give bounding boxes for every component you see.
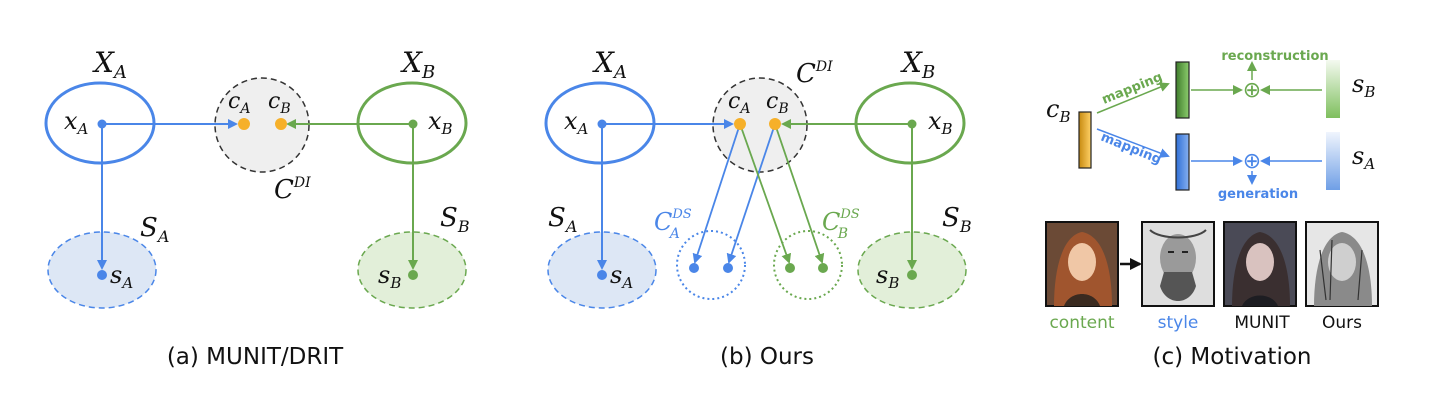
arrow-cb-to-cbds-2	[774, 123, 825, 264]
point-cads-1	[689, 263, 699, 273]
label-x_A: xA	[64, 107, 89, 138]
point-xb	[408, 119, 418, 129]
label-s_A-b: sA	[610, 261, 633, 292]
arrow-ca-to-cbds-1	[739, 123, 792, 264]
ours-image	[1305, 221, 1379, 307]
point-cbds-1	[785, 263, 795, 273]
munit-image	[1223, 221, 1297, 307]
caption-a: (a) MUNIT/DRIT	[167, 344, 344, 370]
label-x_B-b: xB	[928, 107, 953, 138]
point-xa-b	[597, 119, 607, 129]
label-s_B: sB	[378, 261, 401, 292]
label-c_B-b: cB	[766, 89, 789, 117]
label-S_B: SB	[440, 203, 470, 236]
mapped-code-blue-bar	[1175, 133, 1190, 191]
mapped-code-green-bar	[1175, 61, 1190, 119]
caption-b: (b) Ours	[720, 344, 814, 370]
point-ca	[238, 118, 250, 130]
label-C_DI-b: CDI	[796, 59, 833, 89]
domain-specific-b-circle	[773, 230, 843, 300]
oplus-bottom: ⊕	[1243, 149, 1261, 174]
label-s_B-b: sB	[876, 261, 899, 292]
label-X_A-b: XA	[592, 46, 627, 83]
point-sb	[408, 270, 418, 280]
label-style: style	[1158, 313, 1199, 333]
point-ca-b	[734, 118, 746, 130]
label-c_B: cB	[268, 89, 291, 117]
style-code-b-bar	[1326, 60, 1340, 118]
label-x_A-b: xA	[564, 107, 589, 138]
label-munit: MUNIT	[1234, 313, 1290, 333]
label-S_A: SA	[140, 213, 169, 246]
label-generation: generation	[1218, 187, 1298, 202]
label-s_A: sA	[110, 261, 133, 292]
arrow-cb-to-cads-2	[726, 123, 776, 264]
label-X_B: XB	[400, 46, 435, 83]
point-cb-b	[769, 118, 781, 130]
style-code-a-bar	[1326, 132, 1340, 190]
point-sb-b	[907, 270, 917, 280]
oplus-top: ⊕	[1243, 78, 1261, 103]
label-X_A: XA	[92, 46, 127, 83]
point-sa	[97, 270, 107, 280]
label-s_A-c: sA	[1352, 142, 1375, 173]
style-space-b-ellipse	[357, 231, 467, 309]
style-image	[1141, 221, 1215, 307]
label-s_B-c: sB	[1352, 70, 1375, 101]
label-reconstruction: reconstruction	[1221, 49, 1328, 64]
label-x_B: xB	[428, 107, 453, 138]
label-content: content	[1049, 313, 1114, 333]
label-C_DI: CDI	[274, 175, 311, 205]
domain-specific-a-circle	[676, 230, 746, 300]
arrow-mapping-bottom	[1096, 128, 1170, 158]
point-xa	[97, 119, 107, 129]
label-c_A: cA	[228, 89, 250, 117]
point-cads-2	[723, 263, 733, 273]
label-mapping-bottom: mapping	[1099, 130, 1164, 168]
caption-c: (c) Motivation	[1153, 344, 1312, 370]
label-c_A-b: cA	[728, 89, 750, 117]
point-cbds-2	[818, 263, 828, 273]
panel-c: ⊕ ⊕ mapping mapping reconstruction gener…	[1045, 49, 1379, 370]
arrow-mapping-top	[1096, 82, 1170, 114]
label-c_B-c: cB	[1046, 95, 1070, 126]
point-cb	[275, 118, 287, 130]
point-sa-b	[597, 270, 607, 280]
content-code-bar	[1078, 111, 1092, 169]
arrow-ca-to-cads-1	[692, 123, 741, 264]
label-S_A-b: SA	[548, 203, 577, 236]
panel-a: XA XB xA xB cA cB CDI SA SB sA sB (a) MU…	[44, 46, 470, 370]
label-ours: Ours	[1322, 313, 1362, 333]
label-X_B-b: XB	[900, 46, 935, 83]
content-image	[1045, 221, 1119, 307]
label-S_B-b: SB	[942, 203, 972, 236]
point-xb-b	[907, 119, 917, 129]
